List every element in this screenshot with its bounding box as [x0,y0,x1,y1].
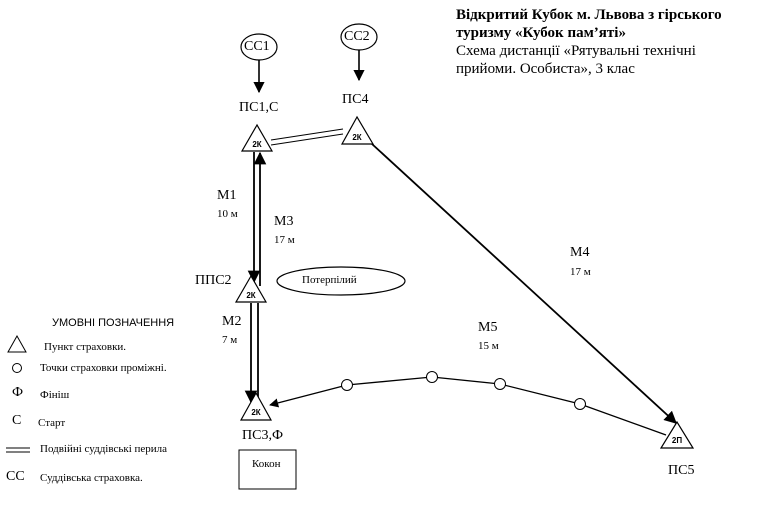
legend-symbol-start: С [12,413,22,428]
intermediate-point-4 [574,398,586,410]
m5-line [269,376,667,436]
cc1-label: СС1 [244,39,270,54]
legend-heading: УМОВНІ ПОЗНАЧЕННЯ [52,317,175,329]
legend-symbol-finish: Ф [12,385,24,400]
title-line-3: Схема дистанції «Рятувальні технічні [456,43,696,59]
m4-line [371,143,677,424]
ps4-code: 2К [352,133,361,142]
intermediate-point-3 [494,378,506,390]
ps3-label: ПС3,Ф [242,428,284,443]
m4-length: 17 м [570,266,591,278]
intermediate-point-1 [341,379,353,391]
ps4-label: ПС4 [342,92,369,107]
m2-length: 7 м [222,334,238,346]
legend-text-judge-belay: Суддівська страховка. [40,472,143,484]
ps5-code: 2П [672,436,682,445]
double-railing-line-b [270,133,344,146]
legend-text-intermediate-point: Точки страховки проміжні. [40,362,167,374]
m5-name: М5 [478,320,498,335]
m4-name: М4 [570,245,590,260]
legend-text-start: Старт [38,417,66,429]
m2-name: М2 [222,314,242,329]
title-line-2: туризму «Кубок пам’яті» [456,25,626,41]
ps5-triangle [659,420,695,449]
legend-triangle-symbol [7,334,27,353]
title-line-4: прийоми. Особиста», 3 клас [456,61,635,77]
cocoon-label: Кокон [252,458,281,470]
victim-label: Потерпілий [302,274,357,286]
ps1-code: 2К [252,140,261,149]
m1-length: 10 м [217,208,238,220]
m3-length: 17 м [274,234,295,246]
m1-name: М1 [217,188,237,203]
ps3-triangle [239,391,273,421]
cocoon-box [238,449,297,490]
legend-text-double-railing: Подвійні суддівські перила [40,443,168,455]
ps3-code: 2К [251,408,260,417]
ps4-triangle [340,115,375,145]
pps2-code: 2К [246,291,255,300]
legend-symbol-judge-belay: СС [6,469,25,484]
m5-length: 15 м [478,340,499,352]
title-block: Відкритий Кубок м. Львова з гірського ту… [456,6,752,78]
ps1-label: ПС1,С [239,100,279,115]
ps1-triangle [240,123,274,152]
legend-text-finish: Фініш [40,389,70,401]
m3-name: М3 [274,214,294,229]
pps2-triangle [234,274,268,303]
double-railing-line-a [270,128,344,141]
legend-text-belay-point: Пункт страховки. [44,341,127,353]
intermediate-point-2 [426,371,438,383]
pps2-label: ППС2 [195,273,232,288]
cc2-label: СС2 [344,29,370,44]
legend-circle-symbol [12,363,22,373]
ps5-label: ПС5 [668,463,695,478]
title-line-1: Відкритий Кубок м. Львова з гірського [456,7,722,23]
victim-ellipse [276,266,406,296]
